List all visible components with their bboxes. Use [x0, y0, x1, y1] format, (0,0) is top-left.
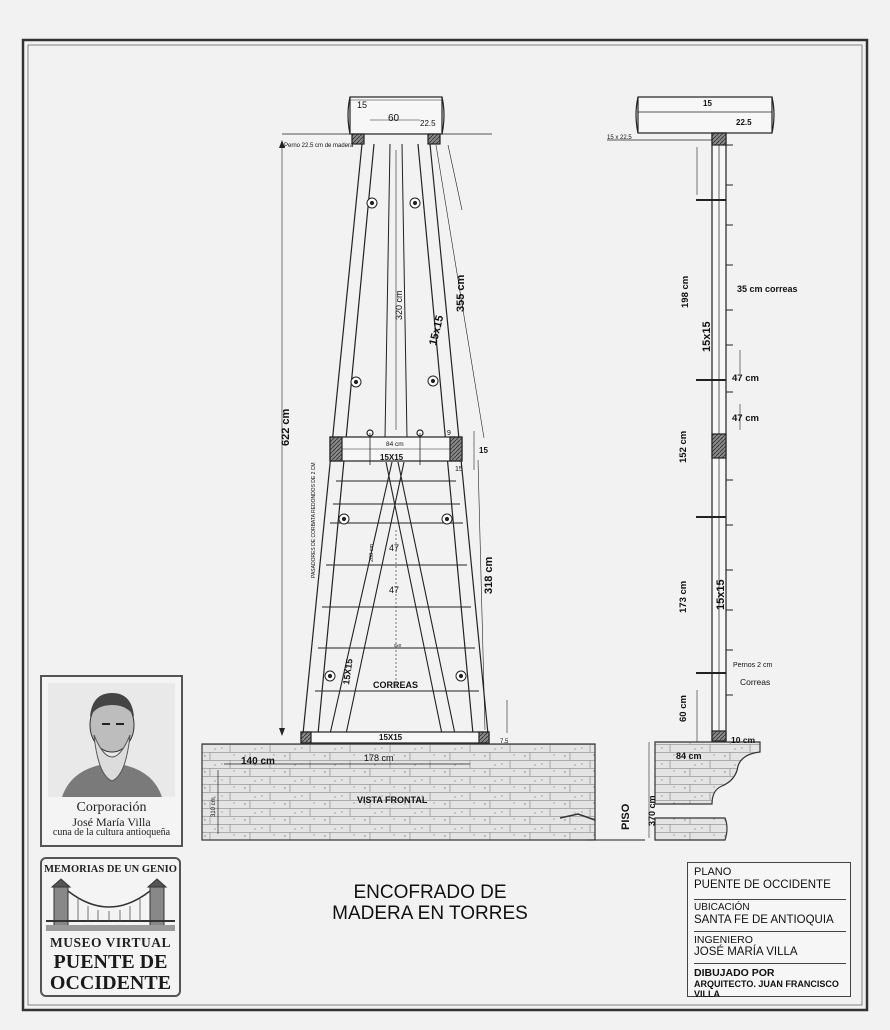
jose-maria-villa-text: José María Villa	[72, 814, 151, 829]
title-block-ingeniero: INGENIERO JOSÉ MARÍA VILLA	[694, 934, 846, 964]
side-view	[607, 96, 775, 838]
front-top-225: 22.5	[420, 119, 436, 128]
mid-beam-label: 15X15	[380, 453, 404, 462]
bridge-icon	[46, 878, 175, 931]
dim-15-small: 15	[455, 466, 463, 473]
dim-60: 60 cm	[678, 695, 689, 722]
dim-622: 622 cm	[280, 408, 292, 446]
dim-84-side: 84 cm	[676, 751, 702, 761]
puente-de-text: PUENTE DE	[53, 951, 168, 973]
title-line-1: ENCOFRADO DE	[353, 882, 507, 903]
plano-value: PUENTE DE OCCIDENTE	[694, 878, 831, 891]
dim-47a-side: 47 cm	[732, 373, 759, 384]
inner-border	[27, 44, 863, 1006]
dim-320: 320 cm	[394, 290, 404, 320]
pernos-label: Pernos 2 cm	[733, 662, 772, 669]
dim-47a-front: 47	[389, 543, 399, 553]
ubicacion-label: UBICACIÓN	[694, 902, 750, 913]
cuna-cultura-text: cuna de la cultura antioqueña	[52, 827, 171, 839]
perno-note: Perno 22.5 cm de madera	[284, 143, 354, 149]
front-labels: 15 60 22.5 Perno 22.5 cm de madera 622 c…	[211, 100, 632, 830]
title-block: PLANO PUENTE DE OCCIDENTE UBICACIÓN SANT…	[687, 862, 851, 999]
ubicacion-value: SANTA FE DE ANTIOQUIA	[694, 913, 834, 926]
outer-border	[21, 38, 869, 1012]
dim-10: 10 cm	[731, 735, 756, 745]
plano-label: PLANO	[694, 866, 732, 878]
dim-47b-side: 47 cm	[732, 413, 759, 424]
dim-370: 370 cm	[647, 795, 657, 826]
dim-355: 355 cm	[455, 274, 467, 312]
label-15x15-upper: 15x15	[427, 314, 446, 347]
top-right-block	[427, 133, 441, 145]
correas-side: Correas	[740, 677, 770, 687]
title-line-2: MADERA EN TORRES	[332, 903, 528, 925]
dim-140: 140 cm	[241, 756, 275, 767]
side-beam-size: 15 x 22.5	[607, 135, 632, 141]
ingeniero-value: JOSÉ MARÍA VILLA	[694, 946, 798, 959]
side-top-15: 15	[703, 99, 712, 108]
portrait-illustration	[48, 683, 175, 797]
dim-318: 318 cm	[483, 556, 495, 594]
ingeniero-label: INGENIERO	[694, 934, 753, 946]
dim-310: 310 cm	[211, 797, 217, 817]
dim-84-front: 84 cm	[386, 441, 404, 448]
front-masonry	[201, 743, 645, 841]
title-block-plano: PLANO PUENTE DE OCCIDENTE	[694, 866, 846, 900]
front-top-15: 15	[357, 100, 367, 110]
piso-label: PISO	[620, 803, 632, 830]
dim-173: 173 cm	[678, 581, 689, 613]
dim-178: 178 cm	[364, 753, 394, 763]
label-15x15-side-b: 15x15	[715, 579, 727, 610]
dim-15-right: 15	[479, 446, 488, 455]
dibujado-value: ARQUITECTO. JUAN FRANCISCO VILLA	[694, 979, 839, 999]
corporacion-text: Corporación	[76, 800, 147, 815]
drawing-title: ENCOFRADO DE MADERA EN TORRES	[300, 882, 560, 925]
dim-152: 152 cm	[678, 431, 689, 463]
front-top-60: 60	[388, 113, 400, 124]
correas-35: 35 cm correas	[737, 284, 798, 294]
museo-virtual-logo: MEMORIAS DE UN GENIO MUSEO VIRTUAL PUENT…	[40, 857, 181, 997]
front-view	[279, 96, 508, 744]
museo-virtual-text: MUSEO VIRTUAL	[50, 935, 171, 950]
dim-200: 200 cm	[369, 544, 375, 562]
small-label: 0x0	[394, 643, 402, 648]
dim-47b-front: 47	[389, 585, 399, 595]
top-left-block	[351, 133, 365, 145]
vista-frontal-label: VISTA FRONTAL	[357, 795, 428, 805]
side-masonry	[654, 741, 761, 841]
label-15x15-side-a: 15x15	[701, 321, 713, 352]
memorias-text: MEMORIAS DE UN GENIO	[44, 864, 177, 875]
correas-front: CORREAS	[373, 680, 418, 690]
dim-198: 198 cm	[680, 276, 691, 308]
dim-75: 7.5	[500, 739, 509, 745]
label-15x15-lower: 15X15	[341, 658, 355, 685]
dibujado-label: DIBUJADO POR	[694, 967, 775, 979]
pasadores-note: PASADORES DE CORBATA REDONDOS DE 2 CM	[311, 462, 317, 578]
side-labels: 15 22.5 15 x 22.5 198 cm 35 cm correas 1…	[607, 99, 798, 826]
corporacion-logo: Corporación José María Villa cuna de la …	[40, 675, 183, 847]
side-top-225: 22.5	[736, 118, 752, 127]
title-block-dibujado: DIBUJADO POR ARQUITECTO. JUAN FRANCISCO …	[694, 967, 846, 999]
base-beam-label: 15X15	[379, 733, 403, 742]
title-block-ubicacion: UBICACIÓN SANTA FE DE ANTIOQUIA	[694, 902, 846, 932]
top-beam	[349, 96, 443, 135]
portrait-caption: Corporación José María Villa cuna de la …	[42, 800, 181, 839]
occidente-text: OCCIDENTE	[49, 972, 172, 994]
dim-9: 9	[447, 430, 451, 437]
